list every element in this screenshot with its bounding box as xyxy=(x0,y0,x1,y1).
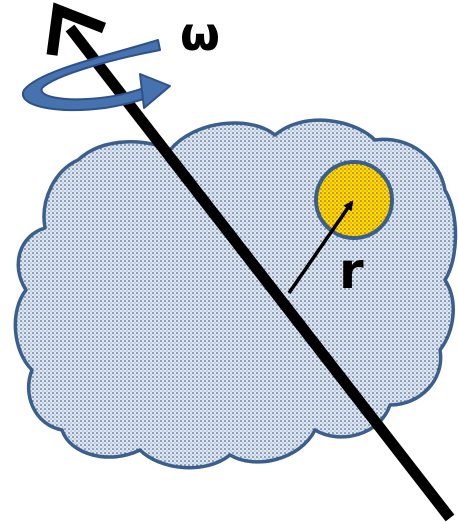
radius-label: r xyxy=(339,242,364,300)
omega-label: ω xyxy=(180,7,220,61)
curved-rotation-arrow xyxy=(23,40,170,110)
rotation-arrowhead xyxy=(140,74,170,108)
cloud-shape xyxy=(15,120,455,468)
particle-circle xyxy=(316,162,392,238)
